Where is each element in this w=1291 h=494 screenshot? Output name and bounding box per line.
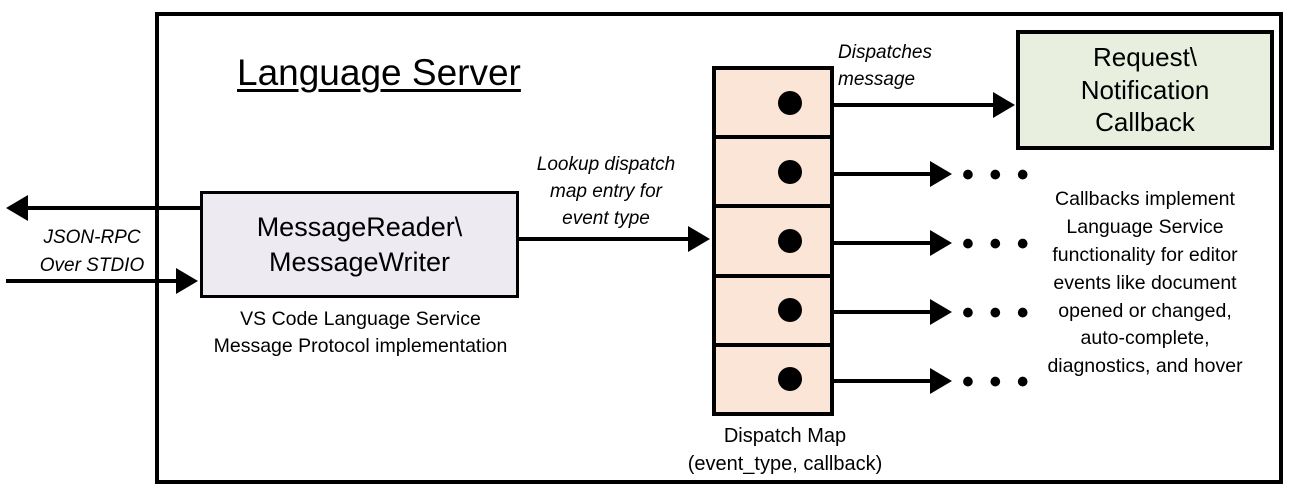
jsonrpc-label-line1: JSON-RPC [43,227,141,248]
table-row[interactable] [716,70,830,140]
dispatch-row-3-ellipsis: • • • [962,225,1032,263]
callback-dot-icon [778,298,802,323]
callback-title-line1: Request\ [1092,41,1198,72]
inbound-jsonrpc-line [6,279,178,283]
lookup-dispatch-label: Lookup dispatch map entry for event type [516,152,696,233]
message-reader-writer-caption: VS Code Language Service Message Protoco… [188,306,533,360]
dispatch-row-1-line [786,103,995,107]
callback-title-line2: Notification [1080,74,1210,105]
dispatch-map-table[interactable] [712,66,834,416]
dispatch-row-5-ellipsis: • • • [962,363,1032,401]
dispatch-row-5-line [786,379,932,383]
dispatch-row-4-ellipsis: • • • [962,294,1032,332]
jsonrpc-transport-label: JSON-RPC Over STDIO [22,224,162,279]
dispatch-map-caption: Dispatch Map (event_type, callback) [640,422,930,478]
language-server-boundary [155,12,1283,484]
callback-description: Callbacks implement Language Service fun… [1006,186,1284,381]
dispatch-row-3-line [786,241,932,245]
lookup-dispatch-line [518,237,688,241]
dispatch-row-3-arrowhead [930,230,952,256]
callback-caption-line5: opened or changed, [1058,299,1232,322]
page-title: Language Server [237,52,521,93]
message-reader-writer-line2: MessageWriter [268,246,451,277]
dispatch-row-2-ellipsis: • • • [962,156,1032,194]
dispatch-row-2-arrowhead [930,161,952,187]
outbound-jsonrpc-line [28,206,204,210]
dispatch-row-5-arrowhead [930,368,952,394]
jsonrpc-label-line2: Over STDIO [39,254,145,276]
reader-caption-line2: Message Protocol implementation [213,334,508,357]
table-row[interactable] [716,347,830,412]
callback-caption-line6: auto-complete, [1080,327,1210,350]
dispatches-message-label: Dispatches message [838,40,1018,94]
dispatch-caption-line1: Dispatch Map [723,425,847,447]
message-reader-writer-line1: MessageReader\ [256,211,463,242]
callback-caption-line4: events like document [1053,271,1237,294]
dispatches-label-line2: message [838,68,916,90]
dispatch-caption-line2: (event_type, callback) [687,453,883,475]
dispatches-label-line1: Dispatches [838,42,932,63]
callback-dot-icon [778,229,802,253]
inbound-jsonrpc-arrowhead [176,268,198,294]
dispatch-row-2-line [786,172,932,176]
lookup-dispatch-arrowhead [688,226,710,252]
request-notification-callback-box[interactable]: Request\ Notification Callback [1016,30,1274,150]
callback-caption-line2: Language Service [1066,215,1224,238]
table-row[interactable] [716,208,830,278]
message-reader-writer-box[interactable]: MessageReader\ MessageWriter [200,191,519,298]
table-row[interactable] [716,139,830,209]
dispatch-row-4-line [786,310,932,314]
callback-dot-icon [778,367,802,392]
callback-title: Request\ Notification Callback [1081,41,1210,139]
lookup-label-line3: event type [562,207,650,229]
dispatch-row-1-arrowhead [993,92,1015,118]
outbound-jsonrpc-arrowhead [6,195,28,221]
callback-caption-line3: functionality for editor [1052,243,1238,266]
dispatch-row-4-arrowhead [930,299,952,325]
lookup-label-line2: map entry for [550,180,662,202]
lookup-label-line1: Lookup dispatch [536,154,676,175]
callback-caption-line1: Callbacks implement [1055,188,1235,210]
reader-caption-line1: VS Code Language Service [240,308,481,330]
message-reader-writer-title: MessageReader\ MessageWriter [257,210,463,279]
callback-title-line3: Callback [1095,107,1195,138]
callback-dot-icon [778,90,802,115]
table-row[interactable] [716,278,830,347]
callback-dot-icon [778,159,802,184]
callback-caption-line7: diagnostics, and hover [1047,355,1243,378]
